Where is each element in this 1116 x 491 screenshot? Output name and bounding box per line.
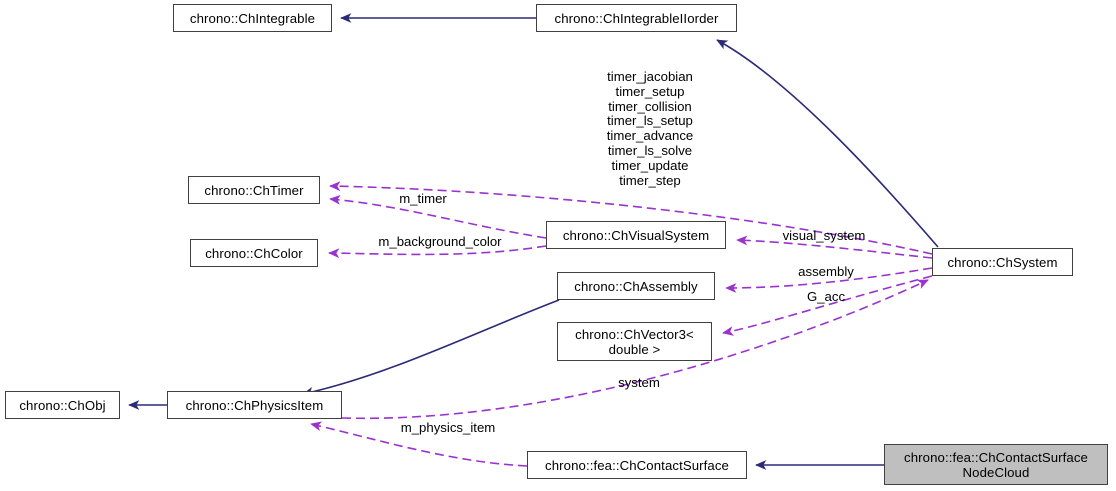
edge-system-to-assembly <box>725 267 933 293</box>
edge-system-to-vector3-gacc <box>722 275 933 336</box>
node-ch-visual-system[interactable]: chrono::ChVisualSystem <box>546 221 726 249</box>
edge-label-timers: timer_jacobian timer_setup timer_collisi… <box>606 69 694 188</box>
node-ch-assembly[interactable]: chrono::ChAssembly <box>557 272 715 300</box>
edge-label-g-acc: G_acc <box>806 289 846 304</box>
node-ch-obj[interactable]: chrono::ChObj <box>5 391 120 419</box>
edge-system-to-integrableiiorder <box>716 39 939 248</box>
edge-label-m-physics-item: m_physics_item <box>400 420 496 435</box>
edge-system-to-visualsystem <box>736 235 933 259</box>
node-ch-contact-surface[interactable]: chrono::fea::ChContactSurface <box>527 451 747 479</box>
edge-label-visual-system: visual_system <box>782 228 866 243</box>
node-ch-system[interactable]: chrono::ChSystem <box>932 248 1073 276</box>
node-ch-contact-surface-node-cloud[interactable]: chrono::fea::ChContactSurface NodeCloud <box>884 444 1108 485</box>
edge-label-assembly: assembly <box>798 264 854 279</box>
edge-visualsystem-to-timer-mtimer <box>329 194 547 239</box>
node-ch-integrable[interactable]: chrono::ChIntegrable <box>173 4 332 32</box>
node-ch-integrable-iiorder[interactable]: chrono::ChIntegrableIIorder <box>536 4 737 32</box>
node-ch-physics-item[interactable]: chrono::ChPhysicsItem <box>167 391 342 419</box>
edge-label-system: system <box>618 375 660 390</box>
node-ch-vector3-double[interactable]: chrono::ChVector3< double > <box>557 322 712 361</box>
node-ch-timer[interactable]: chrono::ChTimer <box>188 176 320 204</box>
edge-assembly-to-physicsitem <box>302 299 560 397</box>
edge-label-m-background-color: m_background_color <box>378 234 502 249</box>
edge-physicsitem-to-system <box>341 279 929 420</box>
edge-system-to-timer-timers <box>329 181 933 255</box>
edge-label-m-timer: m_timer <box>399 191 447 206</box>
edge-contactsurface-to-physicsitem <box>310 421 528 467</box>
node-ch-color[interactable]: chrono::ChColor <box>190 239 318 267</box>
